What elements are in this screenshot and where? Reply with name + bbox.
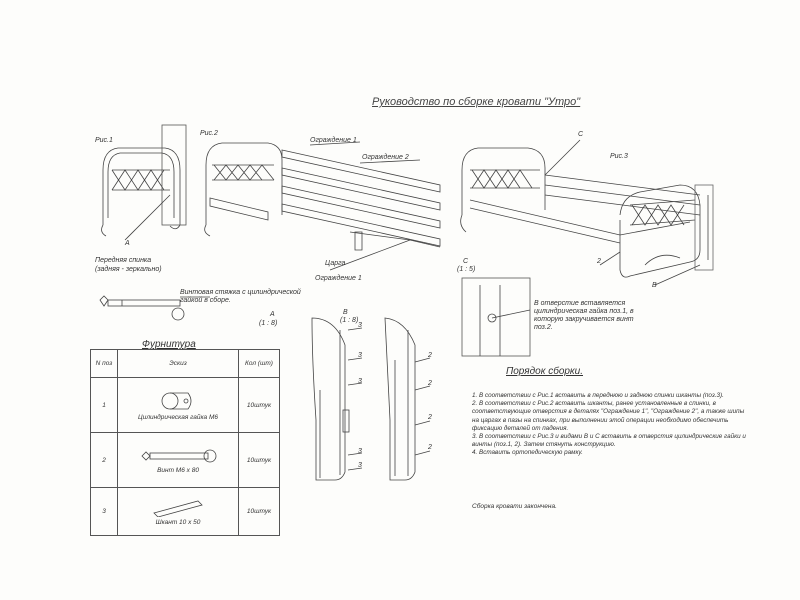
row-sketch: Шкант 10 х 50	[117, 487, 239, 536]
callout-2: 2	[428, 352, 432, 359]
callout-2: 2	[428, 444, 432, 451]
screw-icon	[141, 449, 217, 462]
insert-note: В отверстие вставляется цилиндрическая г…	[534, 300, 634, 331]
fittings-title: Фурнитура	[142, 339, 196, 350]
fig3-bed-drawing	[460, 139, 714, 286]
assembly-step: 2. В соответствии с Рис.2 вставить шкант…	[472, 400, 745, 432]
row-name: Винт М6 х 80	[157, 466, 199, 474]
row-qty: 10штук	[238, 432, 280, 488]
callout-3: 3	[358, 462, 362, 469]
screw-tie-label: Винтовая стяжка с цилиндрической гайкой …	[180, 289, 301, 304]
detail-a-label: А	[270, 311, 275, 318]
cylinder-nut-icon	[161, 392, 192, 409]
callout-2: 2	[428, 380, 432, 387]
row-name: Цилиндрическая гайка М6	[137, 413, 219, 421]
assembly-step: 3. В соответствии с Рис.3 и видами В и С…	[472, 433, 746, 449]
screw-tie-drawing	[99, 295, 210, 321]
callout-3: 3	[358, 448, 362, 455]
fence2-label: Ограждение 2	[362, 154, 409, 161]
detail-c-drawing	[461, 277, 531, 357]
fig3-c-callout: С	[578, 131, 584, 138]
fig1-a-callout: А	[125, 240, 130, 247]
table-row: 2 Винт М6 х 80 10штук	[90, 432, 280, 488]
header-sketch: Эскиз	[117, 349, 239, 378]
fence1-top-label: Ограждение 1	[310, 137, 357, 144]
detail-a-scale: (1 : 8)	[259, 320, 278, 327]
table-row: 1 Цилиндрическая гайка М6 10штук	[90, 377, 280, 433]
fig1-label: Рис.1	[95, 137, 113, 144]
row-qty: 10штук	[238, 377, 280, 433]
callout-3: 3	[358, 378, 362, 385]
fence1-bottom-label: Ограждение 1	[315, 275, 362, 282]
assembly-title: Порядок сборки.	[506, 366, 583, 377]
row-sketch: Винт М6 х 80	[117, 432, 239, 488]
fig3-2-callout: 2	[597, 258, 601, 265]
row-n: 3	[90, 487, 118, 536]
row-n: 1	[90, 377, 118, 433]
assembly-done: Сборка кровати закончена.	[472, 503, 557, 510]
front-back-note: Передняя спинка (задняя - зеркально)	[95, 257, 162, 273]
fig1-headboard-drawing	[101, 124, 187, 241]
row-qty: 10штук	[238, 487, 280, 536]
assembly-step: 1. В соответствии с Рис.1 вставить в пер…	[472, 392, 724, 399]
row-name: Шкант 10 х 50	[155, 519, 201, 526]
callout-3: 3	[358, 322, 362, 329]
fig3-b-callout: В	[652, 282, 657, 289]
row-n: 2	[90, 432, 118, 488]
detail-b-label: В	[343, 309, 348, 316]
fittings-header-row: N поз Эскиз Кол (шт)	[90, 349, 280, 378]
table-row: 3 Шкант 10 х 50 10штук	[90, 487, 280, 536]
assembly-steps: 1. В соответствии с Рис.1 вставить в пер…	[472, 392, 752, 458]
row-sketch: Цилиндрическая гайка М6	[117, 377, 239, 433]
callout-2: 2	[428, 414, 432, 421]
fig3-label: Рис.3	[610, 153, 628, 160]
fittings-table: N поз Эскиз Кол (шт) 1 Цилиндрическая га…	[90, 349, 280, 536]
detail-c-label: С	[463, 258, 469, 265]
detail-ab-drawing	[311, 317, 431, 481]
callout-3: 3	[358, 352, 362, 359]
tsarga-label: Царга	[325, 260, 346, 267]
detail-b-scale: (1 : 8)	[340, 317, 359, 324]
header-n: N поз	[90, 349, 118, 378]
header-qty: Кол (шт)	[238, 349, 280, 378]
dowel-icon	[153, 500, 203, 518]
detail-c-scale: (1 : 5)	[457, 266, 476, 273]
page-title: Руководство по сборке кровати "Утро"	[372, 96, 581, 108]
assembly-step: 4. Вставить ортопедическую рамку.	[472, 449, 583, 457]
fig2-frame-drawing	[204, 141, 441, 271]
fig2-label: Рис.2	[200, 130, 218, 137]
